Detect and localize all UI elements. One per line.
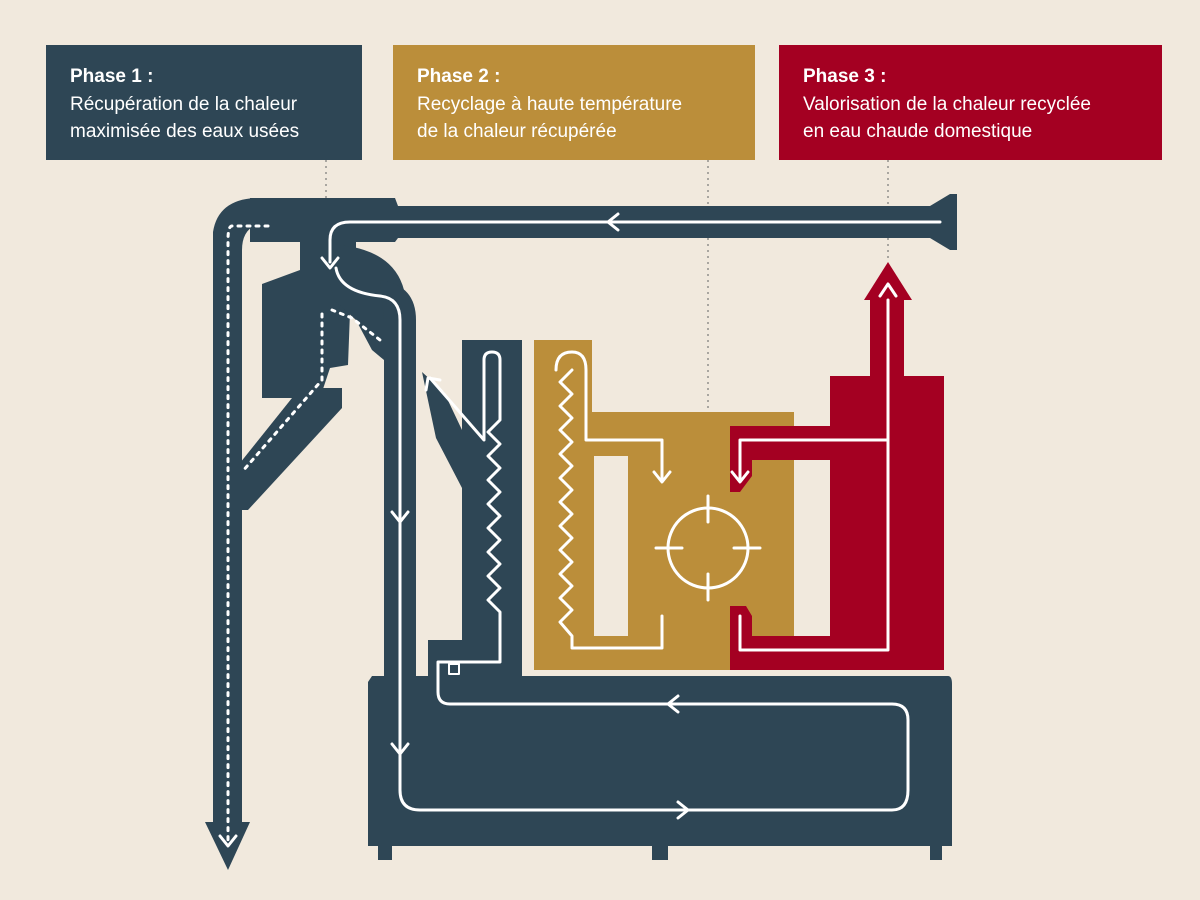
heat-pump-cutouts	[594, 456, 628, 636]
phase-3-line-1: Valorisation de la chaleur recyclée	[803, 94, 1091, 115]
phase-1-line-2: maximisée des eaux usées	[70, 121, 300, 142]
phase-3-box: Phase 3 : Valorisation de la chaleur rec…	[779, 45, 1162, 160]
phase-1-box: Phase 1 : Récupération de la chaleur max…	[46, 45, 362, 160]
flow-arrows	[218, 212, 898, 848]
phase-2-title: Phase 2 :	[417, 66, 501, 87]
phase-2-line-2: de la chaleur récupérée	[417, 121, 617, 142]
phase-2-line-1: Recyclage à haute température	[417, 94, 683, 115]
phase-1-title: Phase 1 :	[70, 66, 154, 87]
flow-lines	[226, 220, 942, 842]
phase-3-line-2: en eau chaude domestique	[803, 121, 1033, 142]
phase-2-box: Phase 2 : Recyclage à haute température …	[393, 45, 755, 160]
heat-pump-system	[534, 340, 794, 670]
phase-3-title: Phase 3 :	[803, 66, 887, 87]
phase-1-line-1: Récupération de la chaleur	[70, 94, 298, 115]
hot-water-cutouts	[794, 460, 826, 636]
leader-lines	[325, 160, 889, 412]
